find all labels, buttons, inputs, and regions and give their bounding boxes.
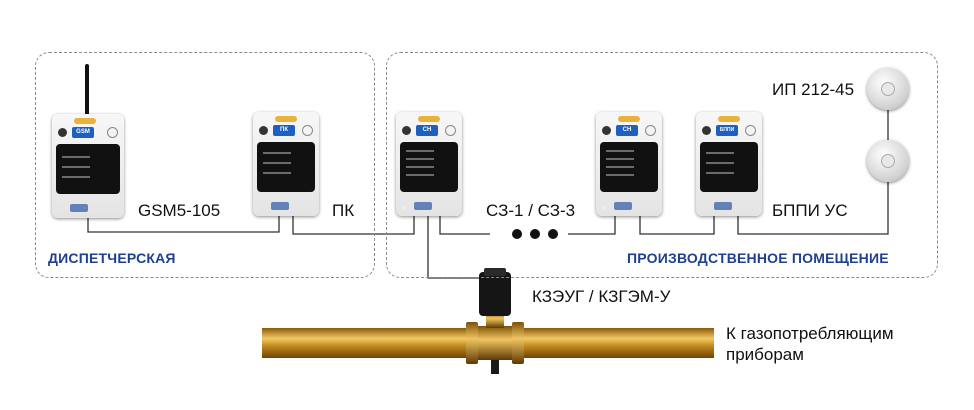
antenna [85, 64, 89, 118]
valve-fitting-left [466, 322, 478, 364]
label-pk: ПК [332, 201, 355, 220]
wire-bppi-detectors [737, 182, 889, 235]
control-button [402, 126, 411, 135]
chain-dot [530, 229, 540, 239]
device-screen [56, 144, 120, 194]
footer-logo [414, 202, 432, 210]
wireless-icon [445, 125, 456, 136]
zone-production-label: ПРОИЗВОДСТВЕННОЕ ПОМЕЩЕНИЕ [627, 250, 889, 266]
control-button [259, 126, 268, 135]
footer-logo [70, 204, 88, 212]
label-pipe-line2: приборам [726, 345, 804, 364]
wire-sz-valve [427, 216, 488, 279]
device-bppi: БППИ [696, 112, 762, 216]
wireless-icon [745, 125, 756, 136]
wireless-icon [645, 125, 656, 136]
brand-logo [418, 116, 440, 122]
label-detector: ИП 212-45 [772, 80, 855, 99]
device-sz: СН [396, 112, 462, 216]
wire-chain-sz2 [568, 216, 616, 235]
device-sz-2: СН [596, 112, 662, 216]
control-button [602, 126, 611, 135]
label-gsm: GSM5-105 [138, 201, 221, 220]
brand-logo [618, 116, 640, 122]
device-screen [257, 142, 315, 192]
device-badge: СН [616, 125, 638, 136]
device-gsm: GSM [52, 114, 124, 218]
zone-dispatch [35, 52, 375, 278]
brand-logo [74, 118, 96, 124]
status-led [602, 206, 606, 210]
device-screen [700, 142, 758, 192]
chain-dot [548, 229, 558, 239]
smoke-detector-icon [867, 68, 909, 110]
valve-fitting-right [512, 322, 524, 364]
wire-pk-sz [292, 216, 415, 235]
valve-fitting-body [478, 326, 512, 360]
brand-logo [275, 116, 297, 122]
device-screen [400, 142, 458, 192]
chain-dot [512, 229, 522, 239]
valve-actuator-top [484, 268, 506, 276]
wire-gsm-pk [87, 216, 280, 233]
status-led [402, 206, 406, 210]
footer-logo [614, 202, 632, 210]
wire-sz-chain [439, 216, 490, 235]
device-badge: ПК [273, 125, 295, 136]
device-badge: GSM [72, 127, 94, 138]
wireless-icon [302, 125, 313, 136]
label-sz: СЗ-1 / СЗ-3 [486, 201, 576, 220]
zone-dispatch-label: ДИСПЕТЧЕРСКАЯ [48, 250, 176, 266]
wireless-icon [107, 127, 118, 138]
valve-actuator [479, 272, 511, 316]
label-bppi: БППИ УС [772, 201, 848, 220]
zone-production [386, 52, 938, 278]
device-screen [600, 142, 658, 192]
label-pipe-line1: К газопотребляющим [726, 324, 894, 343]
valve-stem [491, 360, 499, 374]
brand-logo [718, 116, 740, 122]
smoke-detector-icon [867, 140, 909, 182]
device-badge: СН [416, 125, 438, 136]
device-badge: БППИ [716, 125, 738, 136]
control-button [58, 128, 67, 137]
label-valve: КЗЭУГ / КЗГЭМ-У [532, 287, 671, 306]
device-pk: ПК [253, 112, 319, 216]
footer-logo [714, 202, 732, 210]
footer-logo [271, 202, 289, 210]
control-button [702, 126, 711, 135]
wire-sz2-bppi [639, 216, 715, 235]
